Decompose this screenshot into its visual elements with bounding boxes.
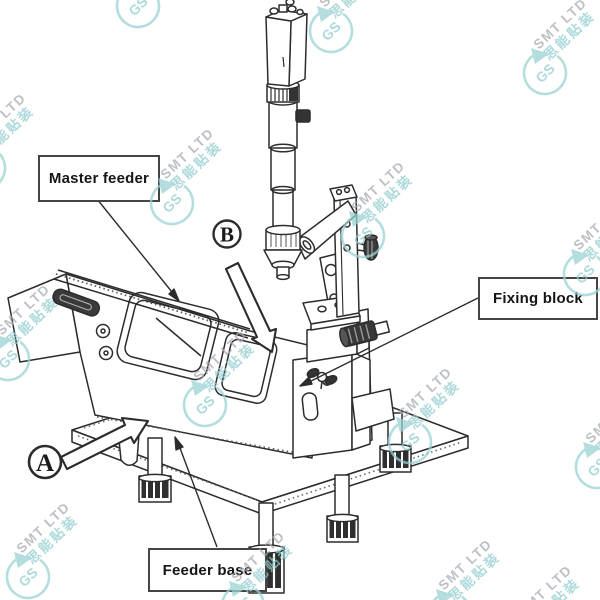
markers: A B [27, 219, 242, 480]
support-post [329, 184, 379, 318]
adjust-knob [356, 234, 379, 261]
feeder-base-label: Feeder base [148, 548, 267, 592]
leveling-foot [326, 474, 359, 543]
microscope-column [263, 0, 311, 281]
feeder-window [116, 291, 220, 381]
feeder-window [214, 332, 278, 404]
pointer-arrows [59, 261, 278, 471]
arrow-b [224, 261, 278, 354]
marker-a-letter: A [36, 450, 54, 477]
camera-box [265, 0, 308, 87]
leader-master-feeder [96, 198, 177, 298]
clamp-blocks [302, 295, 391, 363]
leader-feeder-base [176, 439, 218, 548]
thumbscrew [339, 320, 391, 348]
leader-lines [96, 198, 479, 548]
side-knob [295, 109, 311, 123]
fixing-block-label: Fixing block [478, 277, 598, 320]
marker-b-letter: B [220, 223, 234, 247]
wing-nut [306, 367, 338, 390]
leveling-foot [138, 437, 172, 503]
arrow-a [59, 416, 150, 471]
master-feeder-label: Master feeder [38, 155, 160, 202]
marker-b-circle [212, 219, 242, 249]
feeder-handle-slot [52, 288, 101, 317]
marker-a-circle [27, 444, 63, 480]
leader-fixing-block [302, 297, 479, 386]
